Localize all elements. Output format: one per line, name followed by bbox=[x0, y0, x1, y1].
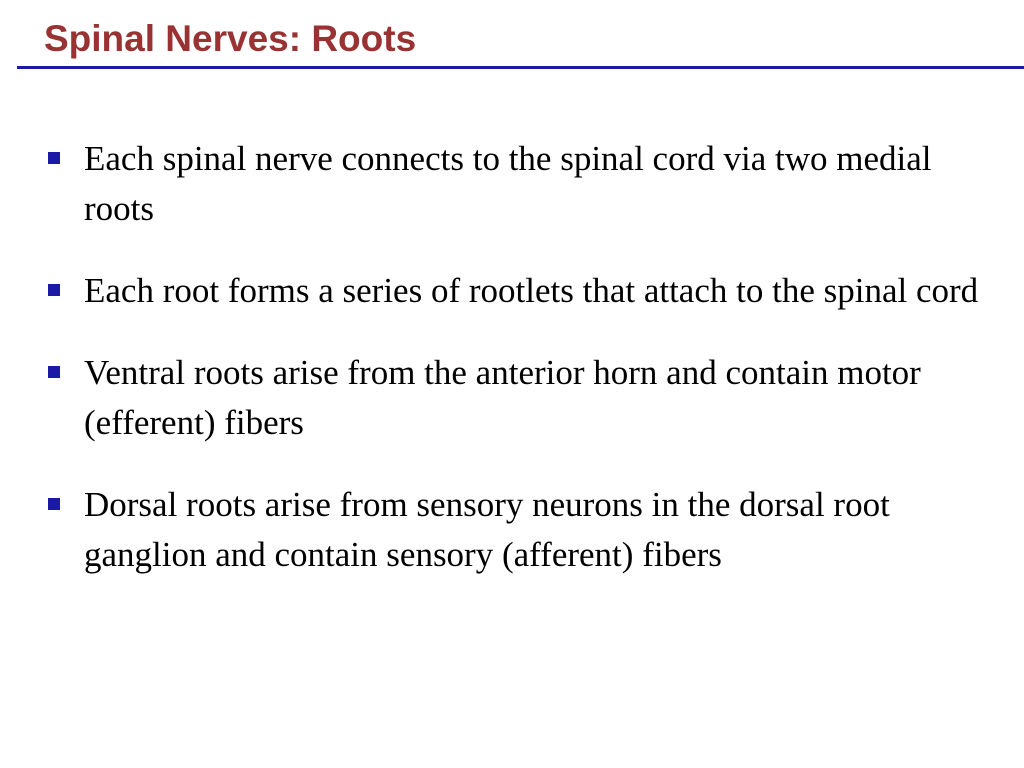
bullet-item: Each root forms a series of rootlets tha… bbox=[44, 266, 994, 316]
bullet-text: Each spinal nerve connects to the spinal… bbox=[84, 139, 932, 228]
bullet-text: Dorsal roots arise from sensory neurons … bbox=[84, 485, 890, 574]
bullet-item: Dorsal roots arise from sensory neurons … bbox=[44, 480, 994, 580]
bullet-text: Each root forms a series of rootlets tha… bbox=[84, 271, 979, 310]
bullet-item: Each spinal nerve connects to the spinal… bbox=[44, 134, 994, 234]
square-bullet-icon bbox=[48, 152, 60, 164]
square-bullet-icon bbox=[48, 284, 60, 296]
bullet-list: Each spinal nerve connects to the spinal… bbox=[44, 134, 994, 612]
square-bullet-icon bbox=[48, 498, 60, 510]
bullet-item: Ventral roots arise from the anterior ho… bbox=[44, 348, 994, 448]
square-bullet-icon bbox=[48, 366, 60, 378]
title-underline bbox=[17, 66, 1024, 69]
slide-title: Spinal Nerves: Roots bbox=[44, 18, 417, 59]
bullet-text: Ventral roots arise from the anterior ho… bbox=[84, 353, 921, 442]
